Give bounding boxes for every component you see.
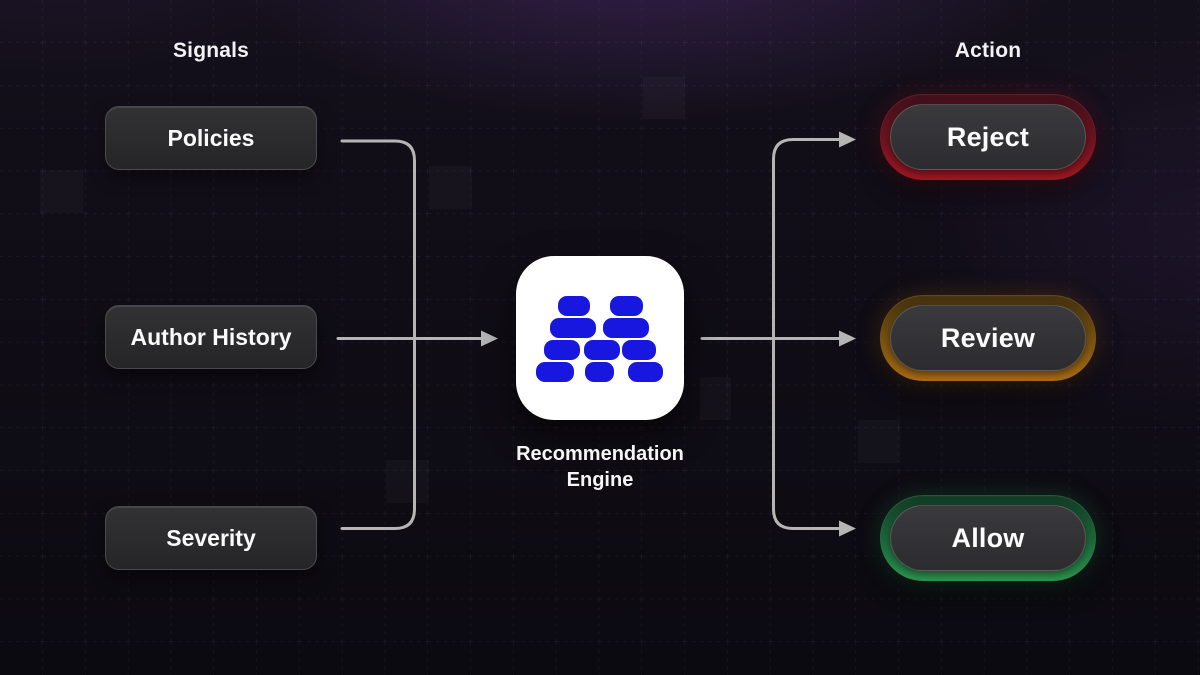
engine-label-line2: Engine: [566, 469, 634, 491]
allow-arrowhead: [839, 520, 856, 537]
signal-node-policies: Policies: [105, 106, 317, 170]
action-pill-allow: Allow: [880, 495, 1096, 581]
signal-node-severity: Severity: [105, 506, 317, 570]
action-pill-reject: Reject: [880, 94, 1096, 180]
signal-node-author-history: Author History: [105, 305, 317, 369]
reject-arrowhead: [839, 131, 856, 148]
signals-merge-connector: [340, 139, 416, 530]
action-label: Allow: [890, 505, 1086, 571]
signal-label: Severity: [166, 524, 256, 551]
recommendation-engine-label: Recommendation Engine: [470, 441, 730, 493]
recommendation-engine-node: [516, 256, 684, 420]
engine-input-arrowhead: [481, 330, 498, 347]
signals-heading: Signals: [172, 39, 250, 62]
actions-branch-connector: [772, 138, 842, 530]
review-arrowhead: [839, 330, 856, 347]
blue-blocks-icon: [536, 296, 663, 382]
signal-label: Author History: [130, 323, 292, 350]
action-label: Reject: [890, 104, 1086, 170]
signal-label: Policies: [167, 124, 255, 151]
action-heading: Action: [954, 39, 1022, 62]
action-pill-review: Review: [880, 295, 1096, 381]
action-label: Review: [890, 305, 1086, 371]
engine-label-line1: Recommendation: [516, 443, 684, 465]
